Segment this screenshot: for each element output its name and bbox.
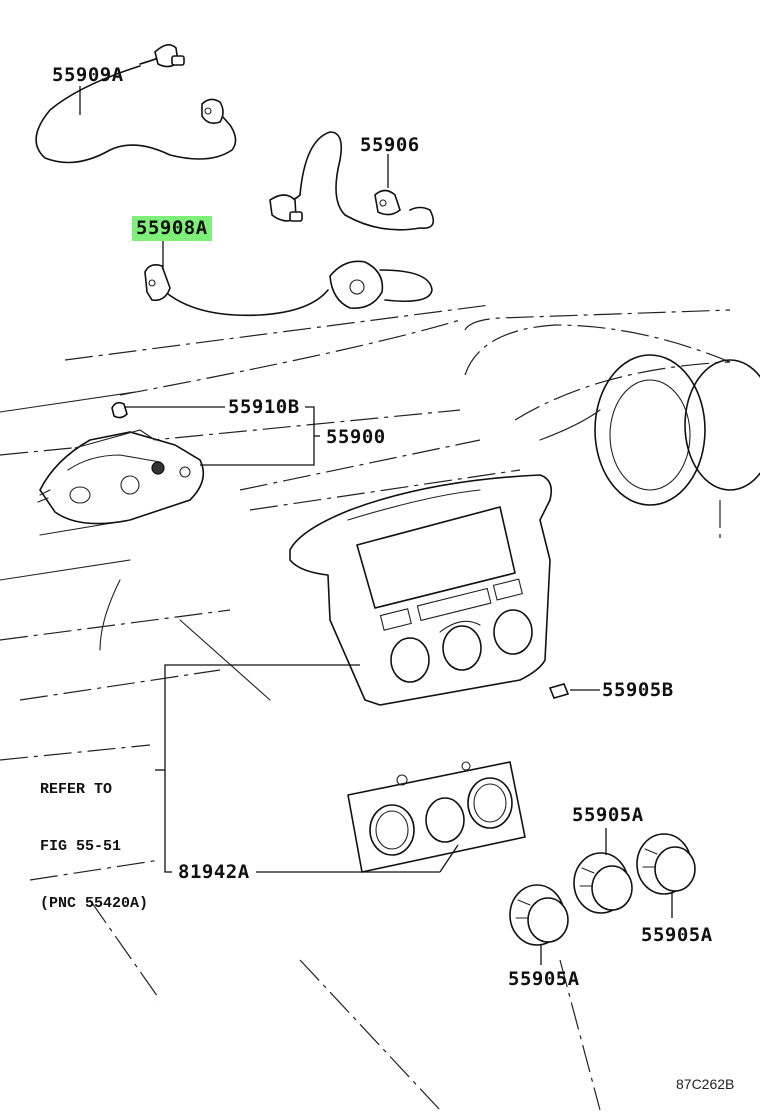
center-bezel xyxy=(289,474,553,706)
reference-note: REFER TO FIG 55-51 (PNC 55420A) xyxy=(40,742,148,932)
gauge-cluster xyxy=(539,354,760,540)
part-label-55905a-right[interactable]: 55905A xyxy=(641,924,713,946)
reference-note-line3: (PNC 55420A) xyxy=(40,895,149,912)
panel-plate-81942a xyxy=(347,761,526,873)
part-label-55905a-bottom[interactable]: 55905A xyxy=(508,968,580,990)
bulb-55910b xyxy=(111,401,128,419)
figure-code: 87C262B xyxy=(676,1076,735,1092)
part-label-55906[interactable]: 55906 xyxy=(360,134,420,156)
cable-55908a xyxy=(144,260,433,317)
part-label-81942a[interactable]: 81942A xyxy=(178,861,250,883)
dashboard-outline xyxy=(0,304,731,1111)
leader-lines xyxy=(79,86,673,965)
part-label-55905b[interactable]: 55905B xyxy=(602,679,674,701)
reference-note-line1: REFER TO xyxy=(40,781,113,798)
harness-55906 xyxy=(269,131,435,231)
knob-55905a-3 xyxy=(636,833,696,895)
part-label-55900[interactable]: 55900 xyxy=(326,426,386,448)
knob-55905a-1 xyxy=(509,884,569,946)
knob-55905a-2 xyxy=(573,852,633,914)
part-label-55905a-top[interactable]: 55905A xyxy=(572,804,644,826)
reference-note-line2: FIG 55-51 xyxy=(40,838,122,855)
harness-55909a xyxy=(35,44,237,164)
part-label-55909a[interactable]: 55909A xyxy=(52,64,124,86)
button-55905b xyxy=(548,683,570,699)
part-label-55908a-highlighted[interactable]: 55908A xyxy=(132,216,212,241)
part-label-55910b[interactable]: 55910B xyxy=(228,396,300,418)
heater-control-55900 xyxy=(37,429,205,525)
